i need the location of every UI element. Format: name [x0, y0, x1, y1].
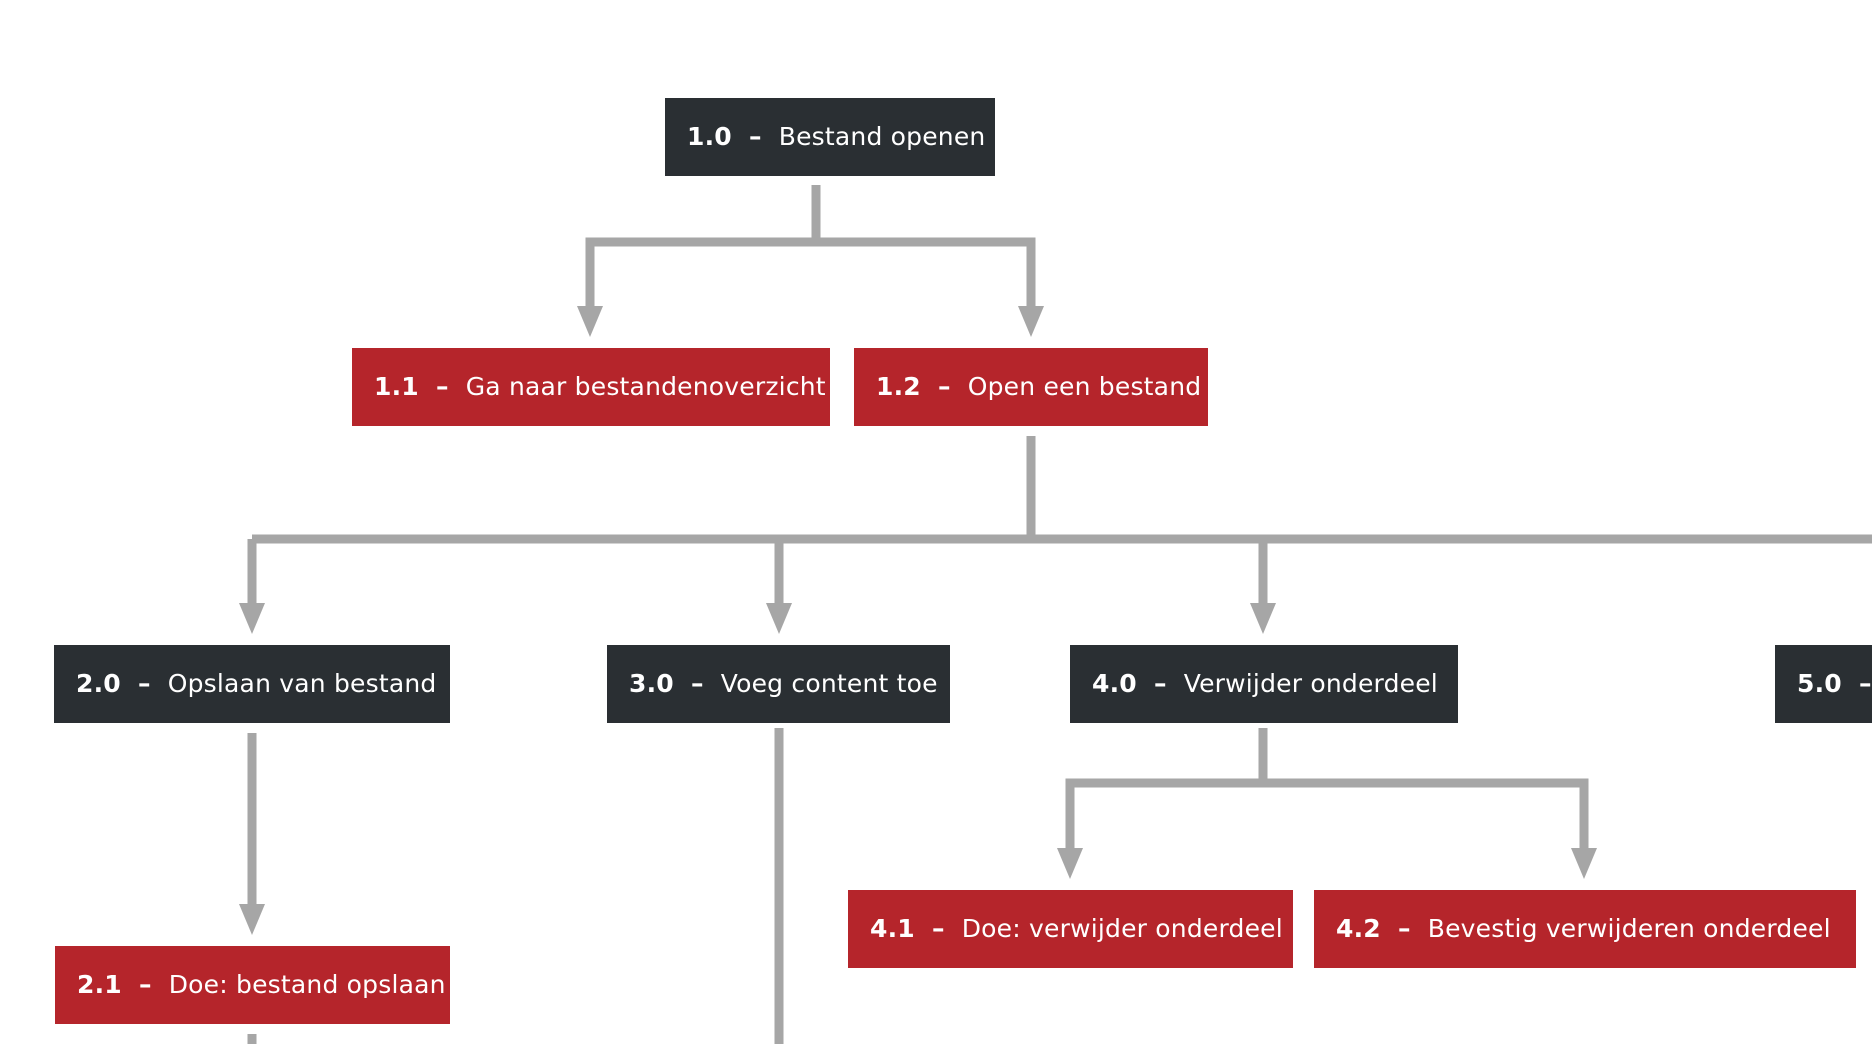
- connector-4-0-to-4-1: [1065, 778, 1263, 852]
- node-3-0-voeg-content-toe[interactable]: 3.0 – Voeg content toe: [607, 645, 950, 723]
- node-code: 1.2: [876, 372, 921, 401]
- node-code: 1.1: [374, 372, 419, 401]
- node-1-0-bestand-openen[interactable]: 1.0 – Bestand openen: [665, 98, 995, 176]
- node-2-0-opslaan-van-bestand[interactable]: 2.0 – Opslaan van bestand: [54, 645, 450, 723]
- node-code: 2.0: [76, 669, 121, 698]
- node-code: 4.0: [1092, 669, 1137, 698]
- node-separator: –: [1858, 669, 1872, 698]
- node-5-0-partial[interactable]: 5.0 – V: [1775, 645, 1872, 723]
- node-4-2-bevestig-verwijderen-onderdeel[interactable]: 4.2 – Bevestig verwijderen onderdeel: [1314, 890, 1856, 968]
- node-code: 5.0: [1797, 669, 1842, 698]
- node-code: 1.0: [687, 122, 732, 151]
- node-separator: –: [923, 914, 954, 943]
- node-code: 3.0: [629, 669, 674, 698]
- node-label: Ga naar bestandenoverzicht: [465, 372, 826, 401]
- node-label: Opslaan van bestand: [167, 669, 437, 698]
- node-label: Doe: verwijder onderdeel: [961, 914, 1283, 943]
- node-code: 2.1: [77, 970, 122, 999]
- connector-4-0-to-4-2: [1263, 778, 1589, 852]
- connector-1-0-to-1-1: [585, 237, 816, 310]
- arrowhead-to-1-2: [1018, 306, 1044, 337]
- arrowhead-to-4-2: [1571, 848, 1597, 879]
- node-code: 4.2: [1336, 914, 1381, 943]
- node-code: 4.1: [870, 914, 915, 943]
- node-1-1-ga-naar-bestandenoverzicht[interactable]: 1.1 – Ga naar bestandenoverzicht: [352, 348, 830, 426]
- node-separator: –: [1145, 669, 1176, 698]
- node-separator: –: [129, 669, 160, 698]
- connector-1-0-to-1-2: [816, 237, 1036, 310]
- node-label: Bestand openen: [778, 122, 986, 151]
- node-label: Bevestig verwijderen onderdeel: [1427, 914, 1831, 943]
- node-separator: –: [1389, 914, 1420, 943]
- node-4-1-doe-verwijder-onderdeel[interactable]: 4.1 – Doe: verwijder onderdeel: [848, 890, 1293, 968]
- arrowhead-to-4-0: [1250, 603, 1276, 634]
- node-1-2-open-een-bestand[interactable]: 1.2 – Open een bestand: [854, 348, 1208, 426]
- node-separator: –: [682, 669, 713, 698]
- arrowhead-to-4-1: [1057, 848, 1083, 879]
- node-separator: –: [740, 122, 771, 151]
- node-2-1-doe-bestand-opslaan[interactable]: 2.1 – Doe: bestand opslaan: [55, 946, 450, 1024]
- arrowhead-to-2-0: [239, 603, 265, 634]
- arrowhead-to-1-1: [577, 306, 603, 337]
- node-separator: –: [929, 372, 960, 401]
- node-4-0-verwijder-onderdeel[interactable]: 4.0 – Verwijder onderdeel: [1070, 645, 1458, 723]
- node-separator: –: [427, 372, 458, 401]
- node-label: Open een bestand: [967, 372, 1202, 401]
- node-label: Voeg content toe: [720, 669, 938, 698]
- arrowhead-to-3-0: [766, 603, 792, 634]
- node-label: Doe: bestand opslaan: [168, 970, 446, 999]
- arrowhead-to-2-1: [239, 904, 265, 935]
- node-separator: –: [130, 970, 161, 999]
- node-label: Verwijder onderdeel: [1183, 669, 1438, 698]
